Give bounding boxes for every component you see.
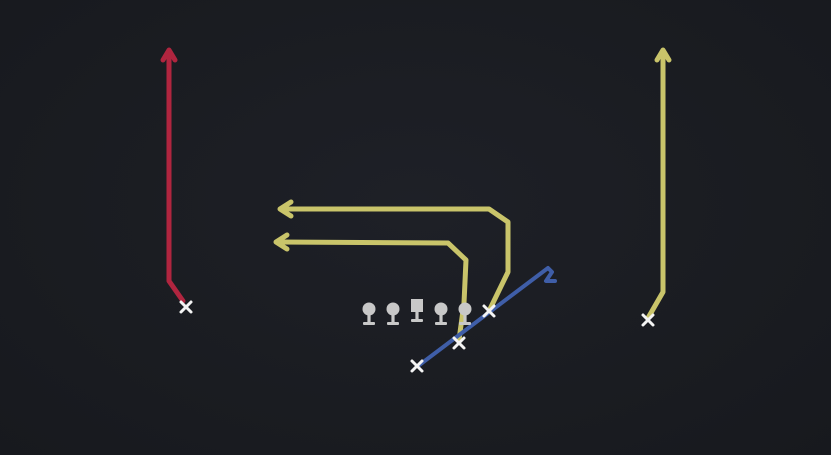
blue-route bbox=[416, 266, 557, 368]
x-mark-icon bbox=[452, 336, 466, 350]
x-mark-icon bbox=[482, 304, 496, 318]
red-route-path bbox=[166, 49, 186, 304]
x-mark-icon bbox=[410, 359, 424, 373]
upper-crossing-route bbox=[277, 199, 511, 312]
upper-crossing-route-path bbox=[279, 206, 511, 312]
right-vertical-route-arrowhead bbox=[654, 47, 672, 63]
x-mark-icon bbox=[179, 300, 193, 314]
upper-crossing-route-arrowhead bbox=[277, 199, 294, 219]
lineman-icon bbox=[386, 302, 400, 325]
lower-crossing-route bbox=[273, 232, 469, 343]
lower-crossing-route-path bbox=[275, 239, 469, 343]
lineman-icon bbox=[458, 302, 472, 325]
red-route-arrowhead bbox=[160, 47, 178, 63]
x-mark-icon bbox=[641, 313, 655, 327]
offensive-line bbox=[362, 299, 472, 325]
lower-crossing-route-arrowhead bbox=[273, 232, 290, 252]
red-route bbox=[160, 47, 186, 304]
lineman-icon bbox=[362, 302, 376, 325]
right-vertical-route-path bbox=[645, 49, 666, 321]
lineman-icon bbox=[434, 302, 448, 325]
blue-route-path bbox=[416, 266, 557, 368]
right-vertical-route bbox=[645, 47, 672, 321]
center-icon bbox=[411, 299, 423, 322]
